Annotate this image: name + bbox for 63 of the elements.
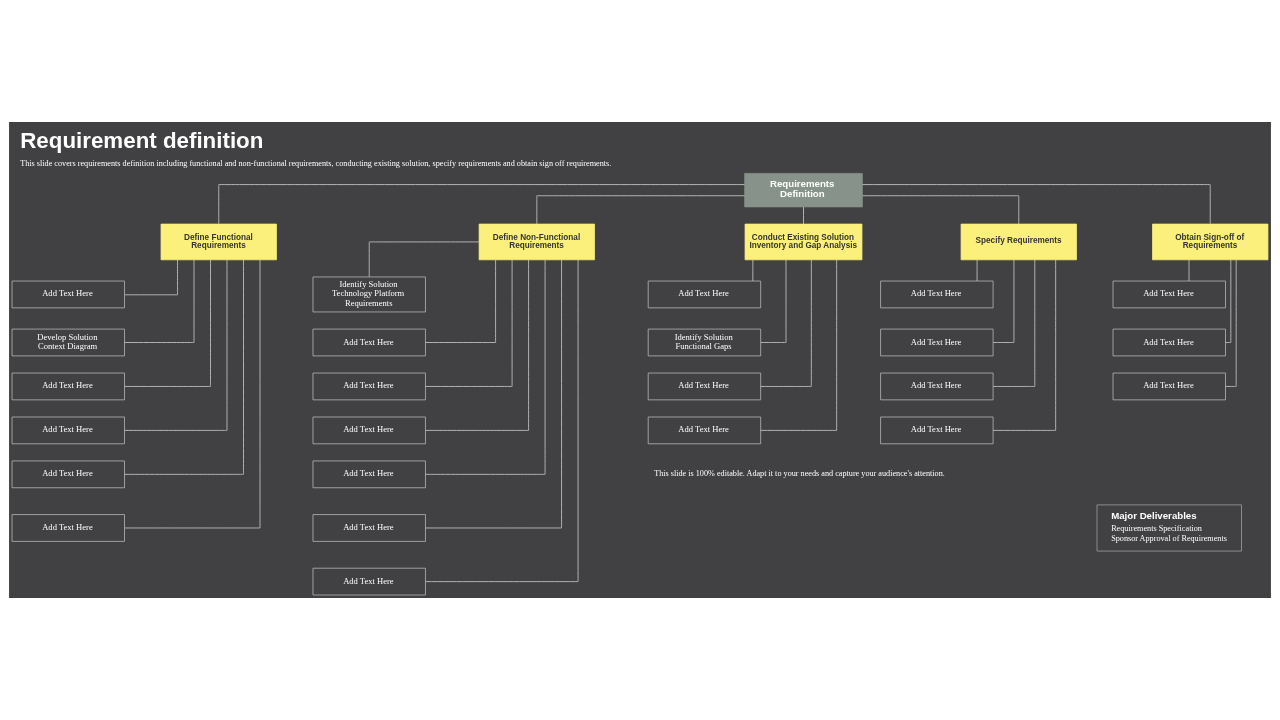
connector [803,206,804,225]
connector [124,259,211,387]
node-box: Add Text Here [647,416,762,445]
connector [992,259,1015,343]
node-box: Add Text Here [312,416,426,445]
node-box: Add Text Here [647,280,762,309]
node-box: Add Text Here [312,328,426,357]
node-box: Define Functional Requirements [160,223,277,261]
node-box: Add Text Here [647,372,762,401]
node-box: Add Text Here [312,372,426,401]
connector [992,259,1057,431]
node-box: Add Text Here [1112,280,1226,309]
node-box: Add Text Here [11,460,125,489]
node-box: Add Text Here [11,416,125,445]
connector [536,195,746,225]
node-box: Major Deliverables Requirements Specification Sponsor Approval of Requirements [1096,504,1242,552]
connector [862,195,1020,225]
connector [862,184,1211,225]
connector [124,259,195,343]
node-box: Obtain Sign-off of Requirements [1152,223,1269,261]
connector [752,259,754,282]
connector [425,259,546,475]
connector [425,259,579,583]
node-box: Add Text Here [880,416,994,445]
node-box: Add Text Here [1112,372,1226,401]
node-box: Develop Solution Context Diagram [11,328,125,357]
label: This slide is 100% editable. Adapt it to your needs and capture your audience's attention. [654,469,945,479]
connector [1225,259,1232,343]
node-box: Add Text Here [312,567,426,596]
connector [124,259,178,296]
connector [425,259,513,387]
node-box: Requirements Definition [744,173,863,208]
node-box: Add Text Here [880,280,994,309]
caption: This slide covers requirements definition including functional and non-functional requirements, conducting existing solution, specify requirements and obtain sign off requirements. [20,159,612,169]
connector [425,259,562,529]
connector [1225,259,1237,387]
node-box: Add Text Here [1112,328,1226,357]
connector [760,259,812,387]
node-box: Add Text Here [11,280,125,309]
node-box: Add Text Here [312,514,426,542]
node-box: Identify Solution Functional Gaps [647,328,762,357]
node-box: Add Text Here [11,514,125,542]
connector [218,184,745,225]
node-box: Identify Solution Technology Platform Requirements [312,276,426,313]
connector [992,259,1036,387]
connector [976,259,978,282]
node-box: Define Non-Functional Requirements [478,223,595,261]
node-box: Specify Requirements [960,223,1077,261]
connector [760,259,787,343]
connector [124,259,244,475]
node-box: Conduct Existing Solution Inventory and Gap Analysis [744,223,863,261]
diagram-title: Requirement definition [20,127,264,153]
connector [368,241,480,278]
node-box: Add Text Here [312,460,426,489]
node-box: Add Text Here [880,372,994,401]
connector [425,259,497,343]
node-box: Add Text Here [11,372,125,401]
connector [760,259,838,431]
connector [425,259,530,431]
connector [1188,259,1190,282]
connector [124,259,228,431]
node-box: Add Text Here [880,328,994,357]
connector [124,259,261,529]
